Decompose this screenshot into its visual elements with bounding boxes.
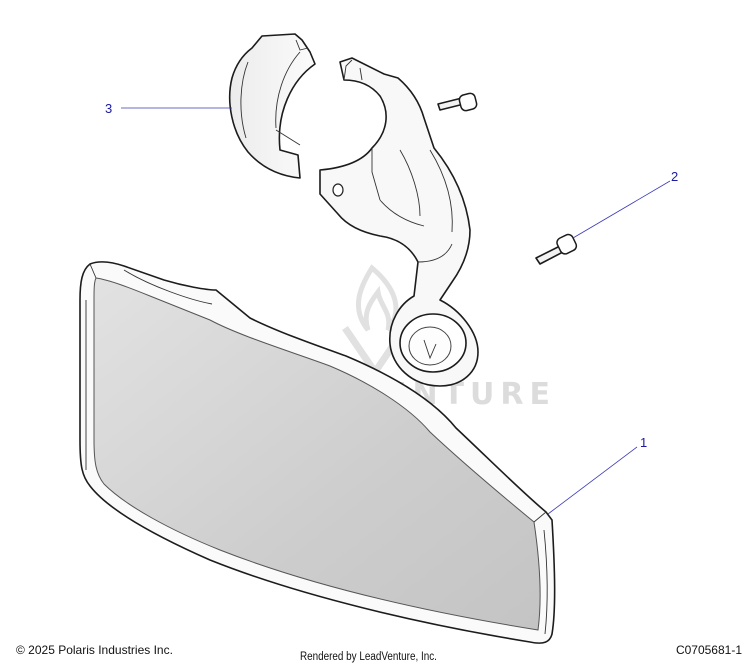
rendered-by-text: Rendered by LeadVenture, Inc. — [300, 651, 437, 663]
part-2-screw — [535, 233, 578, 265]
callout-2[interactable]: 2 — [671, 169, 678, 184]
mirror-bracket — [319, 57, 479, 387]
callout-3[interactable]: 3 — [105, 101, 112, 116]
screw-upper — [437, 92, 478, 112]
part-3-clamp-half — [228, 33, 316, 179]
leader-line-2 — [572, 180, 671, 239]
drawing-id: C0705681-1 — [675, 643, 742, 657]
copyright-text: © 2025 Polaris Industries Inc. — [16, 643, 173, 657]
callout-1[interactable]: 1 — [640, 435, 647, 450]
part-1-mirror — [79, 261, 556, 644]
mirror-glass — [93, 277, 541, 631]
leader-line-1 — [547, 446, 638, 515]
